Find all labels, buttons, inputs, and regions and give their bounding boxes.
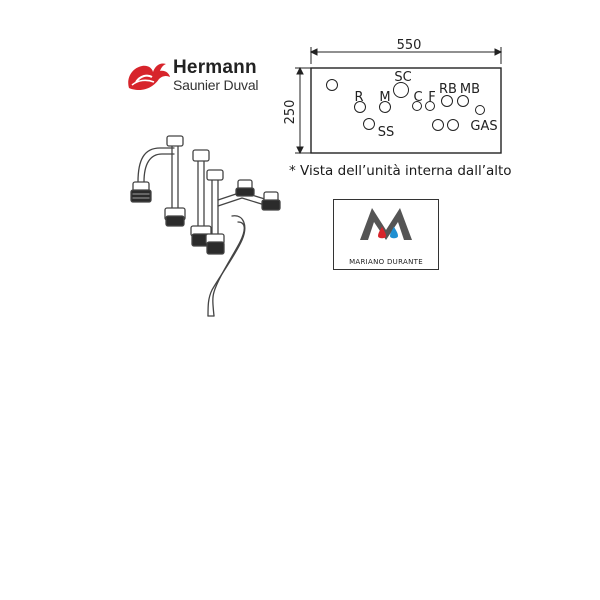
md-logo-icon [360,208,412,240]
diagram-caption: * Vista dell’unità interna dall’alto [289,163,512,179]
label-c: C [413,90,422,105]
hermann-logo [122,52,272,98]
logo-text: Hermann Saunier Duval [173,57,259,93]
brand-name: Hermann [173,57,257,78]
connection-hole [457,95,469,107]
height-label: 250 [283,100,298,125]
label-rb: RB [439,82,457,97]
connection-hole [354,101,366,113]
label-f: F [428,90,435,105]
connection-hole [432,119,444,131]
connection-hole [412,101,422,111]
width-label: 550 [397,38,422,53]
connection-hole [447,119,459,131]
top-view-diagram: 550 250 SC R M C F RB MB GAS SS [283,38,503,155]
connection-hole [326,79,338,91]
connection-hole [475,105,485,115]
cold-water-drop-icon [390,226,398,239]
connection-hole [441,95,453,107]
pipe-kit-drawing [130,135,281,317]
connection-hole [363,118,375,130]
connection-hole [425,101,435,111]
label-gas: GAS [470,119,497,134]
label-ss: SS [378,125,395,140]
label-mb: MB [460,82,480,97]
unit-outline [310,67,502,154]
swan-logo-icon [128,63,170,90]
label-sc: SC [394,70,411,85]
mariano-durante-badge: MARIANO DURANTE [333,199,439,270]
connection-hole [379,101,391,113]
hot-water-drop-icon [378,226,386,239]
connection-hole [393,82,409,98]
label-m: M [379,90,390,105]
badge-text: MARIANO DURANTE [349,258,423,266]
label-r: R [354,90,363,105]
brand-subname: Saunier Duval [173,77,259,93]
